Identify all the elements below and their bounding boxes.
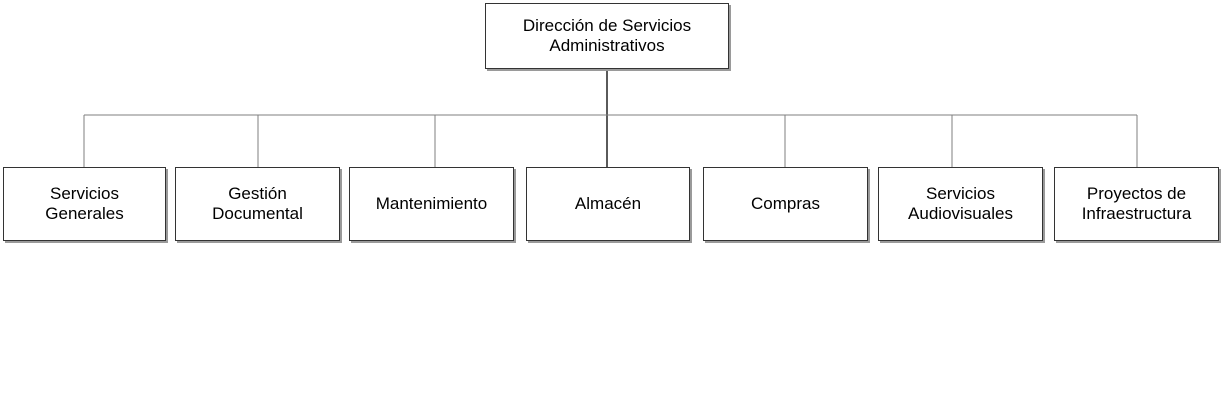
label-line: Compras [751, 194, 820, 213]
label-line: Proyectos de [1086, 184, 1187, 203]
unit-label: Almacén [571, 194, 645, 214]
unit-label: Compras [747, 194, 824, 214]
label-line: Almacén [574, 194, 642, 213]
label-line: Mantenimiento [375, 194, 488, 213]
label-line: Infraestructura [1081, 204, 1192, 223]
label-line: Servicios [50, 184, 119, 203]
unit-label: Mantenimiento [372, 194, 492, 214]
label-line: Documental [212, 204, 303, 223]
label-line: Administrativos [549, 36, 665, 55]
label-line: Servicios [926, 184, 995, 203]
unit-box-compras: Compras [703, 167, 868, 241]
label-line: Audiovisuales [908, 204, 1013, 223]
label-line: Generales [45, 204, 124, 223]
label-line: Gestión [228, 184, 287, 203]
unit-box-almacen: Almacén [526, 167, 690, 241]
unit-box-mantenimiento: Mantenimiento [349, 167, 514, 241]
label-line: Dirección de Servicios [522, 16, 692, 35]
